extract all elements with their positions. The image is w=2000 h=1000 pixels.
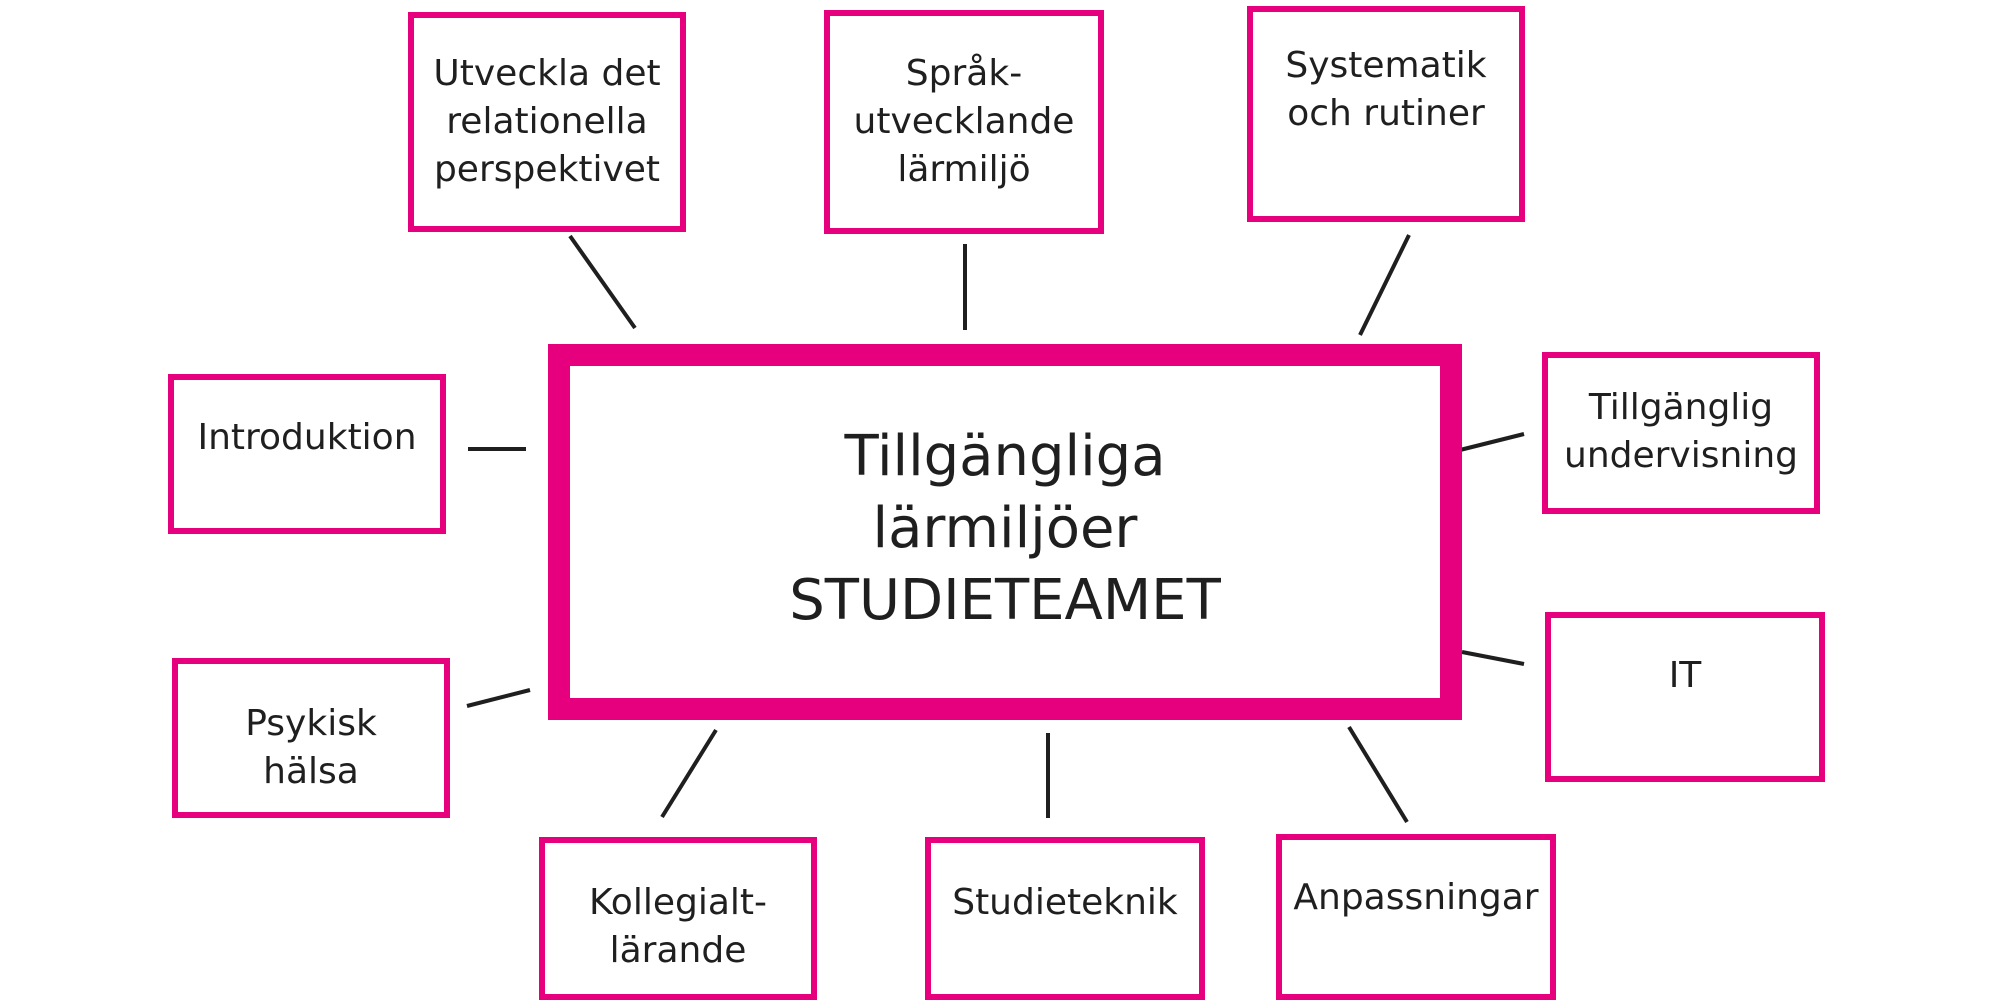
central-node-label: Tillgängliga lärmiljöer STUDIETEAMET xyxy=(789,424,1221,633)
connector-anpassningar xyxy=(1347,725,1409,824)
connector-relationella xyxy=(568,234,637,330)
node-studieteknik-label: Studieteknik xyxy=(952,882,1178,923)
node-tillganglig-undervisning-label: Tillgänglig undervisning xyxy=(1564,387,1798,476)
node-psykisk-halsa-label: Psykisk hälsa xyxy=(245,703,377,792)
connector-kollegialt xyxy=(660,728,718,819)
node-anpassningar-label: Anpassningar xyxy=(1293,877,1539,918)
node-systematik-och-rutiner: Systematik och rutiner xyxy=(1247,6,1525,222)
node-sprakutvecklande-larmiljo-label: Språk- utvecklande lärmiljö xyxy=(853,53,1075,190)
node-introduktion: Introduktion xyxy=(168,374,446,534)
central-node: Tillgängliga lärmiljöer STUDIETEAMET xyxy=(548,344,1462,720)
node-psykisk-halsa: Psykisk hälsa xyxy=(172,658,450,818)
node-anpassningar: Anpassningar xyxy=(1276,834,1556,1000)
node-kollegialt-larande: Kollegialt- lärande xyxy=(539,837,817,1000)
connector-it xyxy=(1461,650,1525,666)
node-sprakutvecklande-larmiljo: Språk- utvecklande lärmiljö xyxy=(824,10,1104,234)
connector-tillganglig-undervisning xyxy=(1459,432,1525,452)
node-relationella-perspektivet: Utveckla det relationella perspektivet xyxy=(408,12,686,232)
node-it-label: IT xyxy=(1668,655,1702,696)
node-systematik-och-rutiner-label: Systematik och rutiner xyxy=(1285,45,1487,134)
node-studieteknik: Studieteknik xyxy=(925,837,1205,1000)
node-relationella-perspektivet-label: Utveckla det relationella perspektivet xyxy=(433,53,661,190)
node-it: IT xyxy=(1545,612,1825,782)
node-tillganglig-undervisning: Tillgänglig undervisning xyxy=(1542,352,1820,514)
connector-systematik xyxy=(1358,234,1411,336)
node-kollegialt-larande-label: Kollegialt- lärande xyxy=(588,882,767,971)
node-introduktion-label: Introduktion xyxy=(197,417,417,458)
connector-psykisk-halsa xyxy=(466,688,531,708)
